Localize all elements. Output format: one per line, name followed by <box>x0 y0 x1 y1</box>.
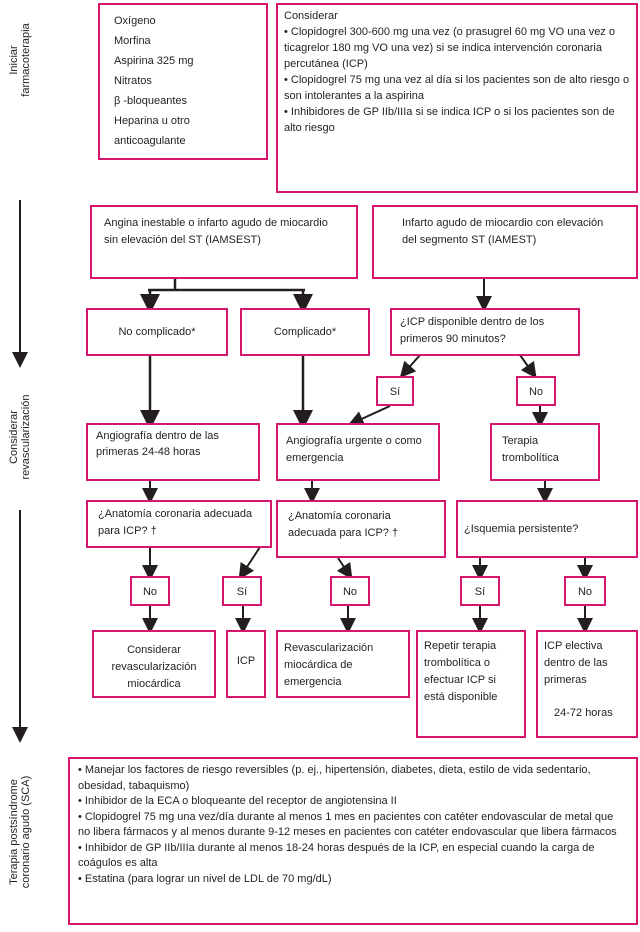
icp-electiva-text: ICP electiva dentro de las primeras <box>544 640 608 686</box>
iamest-box: Infarto agudo de miocardio con elevación… <box>372 205 638 279</box>
anatomia-box-middle: ¿Anatomía coronaria adecuada para ICP? † <box>276 500 446 558</box>
drug-item: β -bloqueantes <box>114 95 187 107</box>
side-label-post-sca: Terapia postsíndrome coronario agudo (SC… <box>8 775 32 889</box>
drug-item: anticoagulante <box>114 135 186 147</box>
considerar-item: • Clopidogrel 75 mg una vez al día si lo… <box>284 74 630 102</box>
si-box: Sí <box>376 376 414 406</box>
drug-item: Heparina u otro <box>114 115 190 127</box>
drug-item: Nitratos <box>114 75 152 87</box>
post-sca-item: • Clopidogrel 75 mg una vez/día durante … <box>78 810 617 839</box>
post-sca-item: • Manejar los factores de riesgo reversi… <box>78 764 591 792</box>
post-sca-item: • Inhibidor de GP IIb/IIIa durante al me… <box>78 841 595 870</box>
icp-electiva-horas: 24-72 horas <box>554 707 613 719</box>
considerar-item: • Clopidogrel 300-600 mg una vez (o pras… <box>284 26 615 70</box>
si-box-anatomia-left: Sí <box>222 576 262 606</box>
post-sca-item: • Inhibidor de la ECA o bloqueante del r… <box>78 795 397 807</box>
initial-drugs-box: Oxígeno Morfina Aspirina 325 mg Nitratos… <box>98 3 268 160</box>
drug-item: Oxígeno <box>114 15 156 27</box>
side-label-revascularizacion: Considerar revascularización <box>8 394 32 480</box>
si-box-isquemia: Sí <box>460 576 500 606</box>
angiografia-24-48-box: Angiografía dentro de las primeras 24-48… <box>86 423 260 481</box>
no-box-anatomia-middle: No <box>330 576 370 606</box>
no-box-anatomia-left: No <box>130 576 170 606</box>
side-label-iniciar: Iniciar farmacoterapia <box>8 23 32 97</box>
iamsest-box: Angina inestable o infarto agudo de mioc… <box>90 205 358 279</box>
post-sca-box: • Manejar los factores de riesgo reversi… <box>68 757 638 925</box>
post-sca-list: • Manejar los factores de riesgo reversi… <box>78 763 628 887</box>
icp-disponible-box: ¿ICP disponible dentro de los primeros 9… <box>390 308 580 356</box>
repetir-terapia-box: Repetir terapia trombolítica o efectuar … <box>416 630 526 738</box>
drug-item: Morfina <box>114 35 151 47</box>
considerar-title: Considerar <box>284 10 338 22</box>
no-box: No <box>516 376 556 406</box>
complicado-box: Complicado* <box>240 308 370 356</box>
anatomia-box-left: ¿Anatomía coronaria adecuada para ICP? † <box>86 500 272 548</box>
post-sca-item: • Estatina (para lograr un nivel de LDL … <box>78 872 332 885</box>
isquemia-box: ¿Isquemia persistente? <box>456 500 638 558</box>
no-box-isquemia: No <box>564 576 606 606</box>
initial-drugs-list: Oxígeno Morfina Aspirina 325 mg Nitratos… <box>114 11 252 151</box>
no-complicado-box: No complicado* <box>86 308 228 356</box>
revasc-emergencia-box: Revascularización miocárdica de emergenc… <box>276 630 410 698</box>
terapia-trombolitica-box: Terapia trombolítica <box>490 423 600 481</box>
icp-box: ICP <box>226 630 266 698</box>
considerar-item: • Inhibidores de GP IIb/IIIa si se indic… <box>284 106 615 134</box>
considerar-box: Considerar • Clopidogrel 300-600 mg una … <box>276 3 638 193</box>
considerar-revasc-box: Considerar revascularización miocárdica <box>92 630 216 698</box>
icp-electiva-box: ICP electiva dentro de las primeras 24-7… <box>536 630 638 738</box>
drug-item: Aspirina 325 mg <box>114 55 194 67</box>
angiografia-urgente-box: Angiografía urgente o como emergencia <box>276 423 440 481</box>
